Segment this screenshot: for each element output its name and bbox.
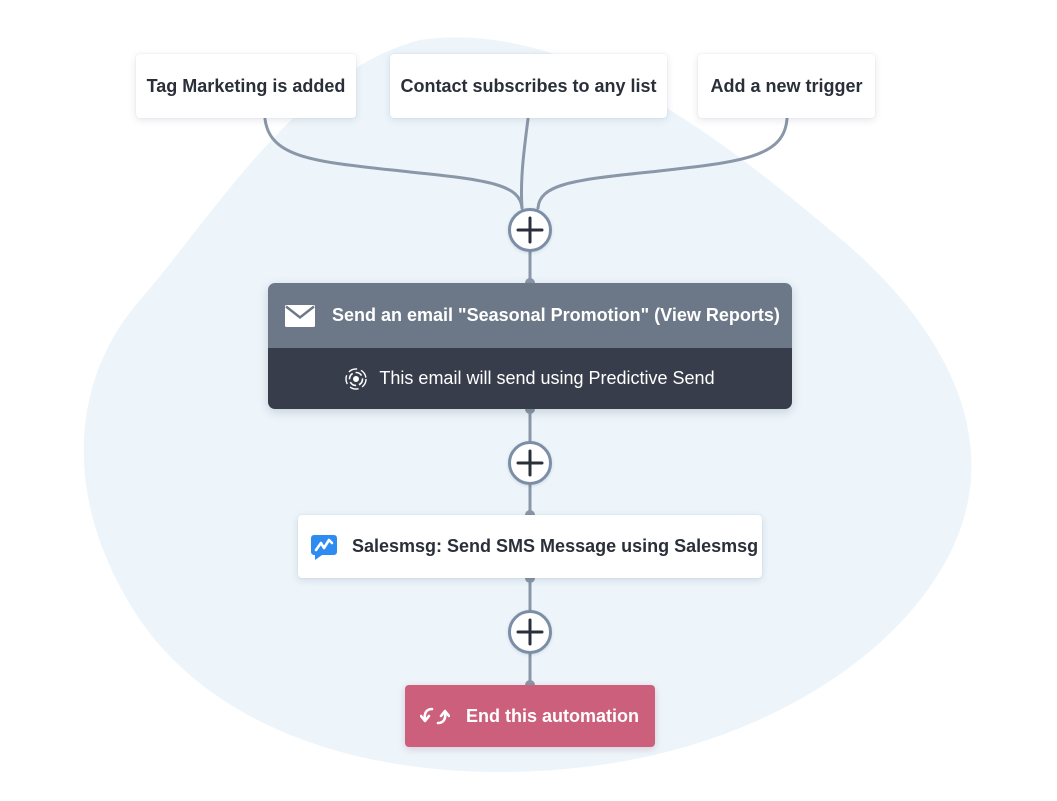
- add-trigger-button[interactable]: Add a new trigger: [698, 54, 875, 118]
- email-action-title: Send an email "Seasonal Promotion" (View…: [332, 305, 780, 325]
- salesmsg-icon: [310, 533, 338, 561]
- trigger-label: Add a new trigger: [710, 75, 863, 96]
- trigger-tag-marketing-added[interactable]: Tag Marketing is added: [136, 54, 356, 118]
- envelope-icon: [285, 304, 315, 327]
- add-step-button[interactable]: [508, 610, 552, 654]
- email-action-footer: This email will send using Predictive Se…: [268, 348, 792, 409]
- email-action-header[interactable]: Send an email "Seasonal Promotion" (View…: [268, 283, 792, 348]
- refresh-arrows-icon: [420, 704, 450, 728]
- plus-icon: [516, 449, 544, 477]
- trigger-contact-subscribes[interactable]: Contact subscribes to any list: [390, 54, 667, 118]
- predictive-send-text: This email will send using Predictive Se…: [379, 368, 715, 388]
- salesmsg-action[interactable]: Salesmsg: Send SMS Message using Salesms…: [298, 515, 762, 578]
- add-step-button[interactable]: [508, 441, 552, 485]
- add-step-button[interactable]: [508, 208, 552, 252]
- end-automation-title: End this automation: [466, 705, 639, 726]
- connector-dot: [525, 404, 535, 414]
- send-email-action[interactable]: Send an email "Seasonal Promotion" (View…: [268, 283, 792, 409]
- end-automation-action[interactable]: End this automation: [405, 685, 655, 747]
- predictive-send-icon: [345, 367, 368, 390]
- trigger-label: Contact subscribes to any list: [400, 75, 657, 96]
- plus-icon: [516, 618, 544, 646]
- plus-icon: [516, 216, 544, 244]
- trigger-label: Tag Marketing is added: [146, 75, 346, 96]
- salesmsg-action-title: Salesmsg: Send SMS Message using Salesms…: [352, 536, 759, 556]
- connector-dot: [525, 573, 535, 583]
